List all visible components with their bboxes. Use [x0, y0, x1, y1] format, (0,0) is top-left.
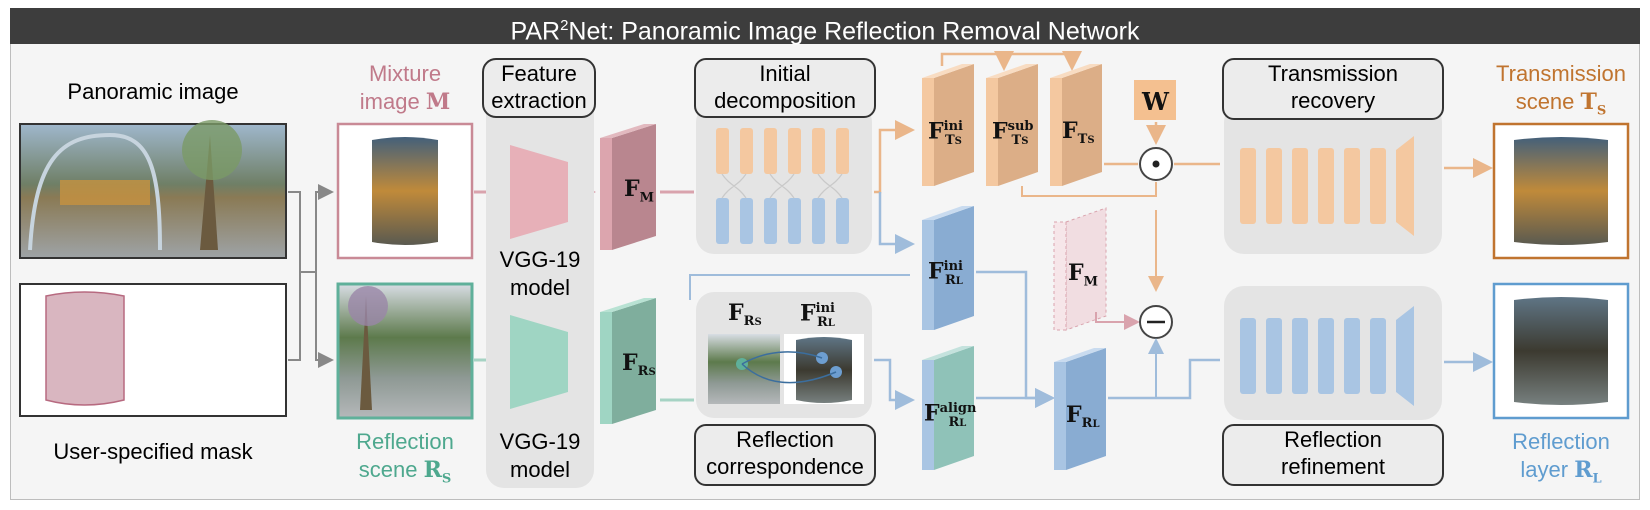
panoramic-image-label: Panoramic image — [67, 79, 239, 104]
fm-ghost-label: FM — [1068, 260, 1099, 290]
fm-block — [600, 124, 656, 250]
vgg-encoder-top — [510, 145, 568, 239]
mixture-image-label: Mixture image M — [334, 60, 476, 116]
reflection-layer-label: Reflection layer RL — [1512, 429, 1610, 487]
orange-skip-arrows — [940, 51, 1082, 71]
fts-sub-block — [986, 64, 1038, 186]
frl-to-refinement-arrow — [1108, 358, 1220, 400]
frs-label: FRS — [622, 350, 656, 380]
frl-ini-label: FiniRL — [928, 258, 963, 288]
reflection-scene-label-line2: scene RS — [358, 457, 452, 487]
mixture-image — [336, 122, 474, 260]
product-dot — [1152, 160, 1160, 168]
corr-frl-ini-label: FiniRL — [800, 300, 835, 330]
fts-ini-block — [922, 64, 974, 186]
diagram-title: PAR2Net: Panoramic Image Reflection Remo… — [10, 8, 1640, 45]
corr-frs-label: FRS — [728, 300, 762, 330]
frl-ini-to-frl-arrow — [976, 270, 1055, 408]
reflection-scene-image — [336, 282, 474, 420]
fts-label: FTS — [1062, 118, 1095, 148]
frl-align-label: FalignRL — [924, 400, 977, 430]
fts-block — [1050, 64, 1102, 186]
mixture-label-line1: Mixture — [368, 61, 442, 86]
frl-ini-block — [922, 206, 974, 330]
frs-block — [600, 298, 656, 424]
fm-ghost-block — [1053, 207, 1107, 331]
frl-align-block — [922, 346, 974, 470]
correspondence-links — [736, 351, 842, 384]
frl-ini-to-corr-arrow — [689, 274, 910, 300]
panoramic-image — [19, 120, 287, 259]
fts-sub-label: FsubTS — [992, 118, 1034, 148]
reflection-layer-image — [1492, 282, 1630, 420]
decomp-to-frl-ini-arrow — [878, 192, 915, 254]
w-box — [1134, 80, 1176, 120]
fm-ghost-to-minus-arrow — [1095, 312, 1140, 330]
transmission-decoder-blocks — [1240, 136, 1414, 236]
input-connectors — [288, 184, 334, 368]
fts-ini-label: FiniTS — [928, 118, 963, 148]
mixture-label-line2: image M — [359, 89, 451, 115]
frl-label: FRL — [1066, 402, 1100, 432]
user-mask-image — [19, 283, 287, 417]
user-mask-label: User-specified mask — [53, 439, 253, 464]
vgg-encoder-bottom — [510, 315, 568, 409]
corr-image-right — [796, 337, 852, 403]
decomp-to-fts-ini-arrow — [874, 120, 915, 194]
fm-label: FM — [624, 176, 655, 206]
w-label: W — [1142, 87, 1169, 116]
frl-block — [1054, 348, 1106, 470]
reflection-scene-label: Reflection scene RS — [334, 428, 476, 493]
transmission-scene-label: Transmission scene TS — [1496, 61, 1626, 119]
corr-to-frl-align-arrow — [874, 358, 915, 410]
feedback-to-fts-sub-arrow — [1021, 182, 1157, 197]
refinement-decoder-blocks — [1240, 306, 1414, 406]
transmission-scene-image — [1492, 122, 1630, 260]
decomposition-blocks — [716, 128, 849, 244]
reflection-scene-label-line1: Reflection — [356, 429, 454, 454]
